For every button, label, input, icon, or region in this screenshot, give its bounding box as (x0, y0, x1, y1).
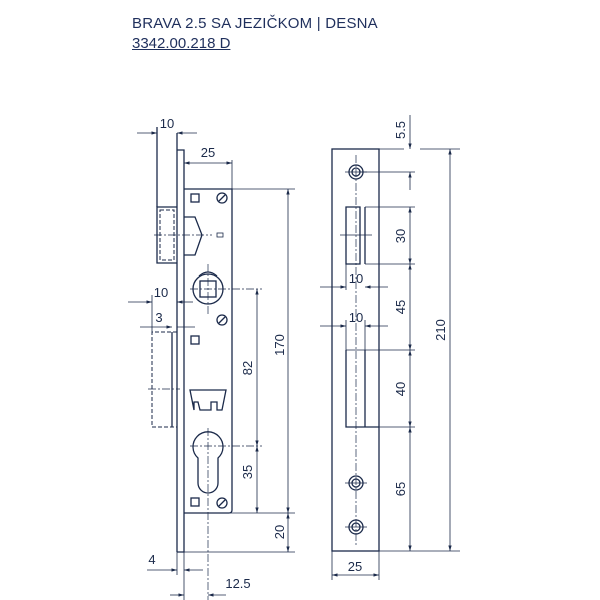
dim-bolt-depth: 10 (349, 310, 363, 325)
dim-spindle-to-cylinder: 82 (240, 361, 255, 375)
screw-icon (216, 314, 228, 326)
dim-faceplate-thickness: 10 (160, 116, 174, 131)
latch-opening (345, 206, 366, 265)
dim-cylinder-to-bottom: 35 (240, 465, 255, 479)
dim-latch-opening: 30 (393, 229, 408, 243)
dim-latch-depth: 10 (349, 271, 363, 286)
dim-top-hole: 5.5 (393, 121, 408, 139)
dim-total-length: 210 (433, 319, 448, 341)
strike-plate-drawing: 10 10 5.5 30 45 40 65 210 25 (320, 115, 460, 580)
dim-total-height: 170 (272, 334, 287, 356)
dim-cylinder-offset: 12.5 (225, 576, 250, 591)
dim-gap: 45 (393, 300, 408, 314)
dim-bolt-opening: 40 (393, 382, 408, 396)
dim-latch-projection: 10 (154, 285, 168, 300)
hook-slot (189, 389, 227, 411)
dim-case-width: 25 (201, 145, 215, 160)
bolt-opening (345, 350, 379, 428)
screw-hole-icon (345, 475, 367, 491)
dim-strike-width: 25 (348, 559, 362, 574)
screw-hole-icon (345, 519, 367, 535)
faceplate (177, 149, 185, 553)
spindle-hub (190, 264, 262, 314)
lock-body-drawing: 10 25 170 20 82 35 10 3 4 12.5 (128, 116, 295, 600)
screw-icon (216, 497, 228, 509)
latch-tongue (184, 216, 203, 256)
product-code: 3342.00.218 D (132, 35, 231, 52)
dead-bolt (148, 331, 180, 428)
cylinder-keyhole (190, 428, 262, 600)
dim-bottom-holes: 65 (393, 482, 408, 496)
screw-icon (216, 192, 228, 204)
dim-bolt-projection: 3 (155, 310, 162, 325)
dim-bottom-offset: 20 (272, 525, 287, 539)
product-title: BRAVA 2.5 SA JEZIČKOM | DESNA (132, 15, 378, 32)
square-hole (190, 193, 200, 203)
dim-faceplate-width: 4 (148, 552, 155, 567)
lock-case (184, 188, 233, 514)
